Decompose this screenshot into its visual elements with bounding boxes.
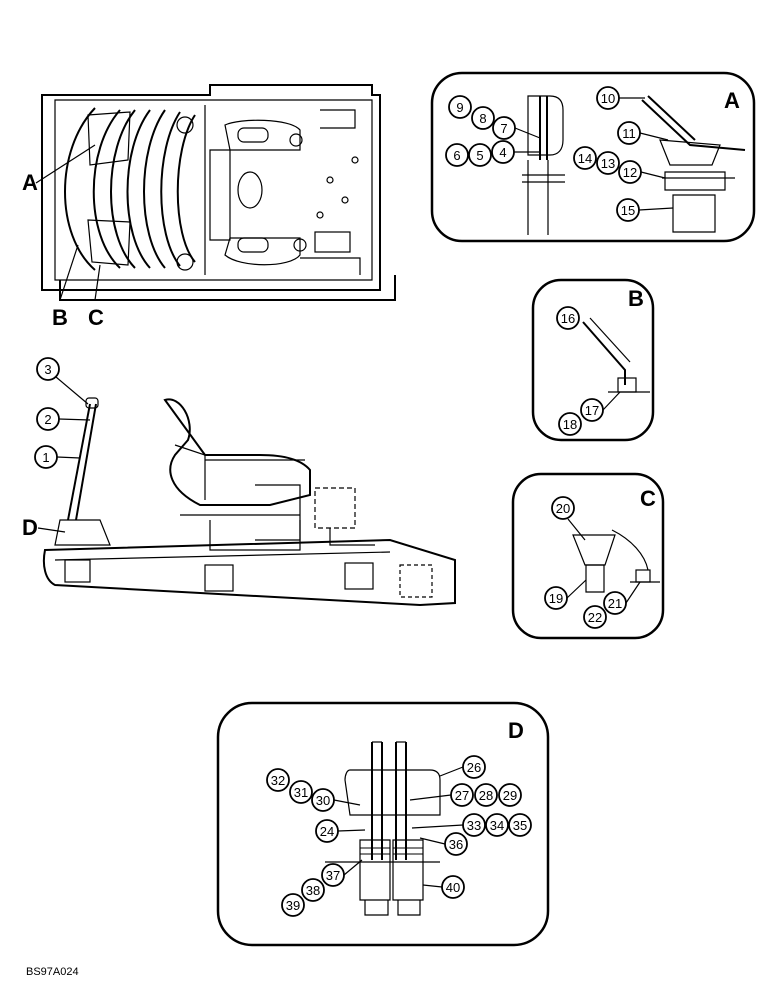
callout-38: 38 xyxy=(306,883,320,898)
drawing-code: BS97A024 xyxy=(26,966,79,978)
top-view-label-c: C xyxy=(88,305,104,330)
callout-9: 9 xyxy=(456,100,463,115)
top-view-label-b: B xyxy=(52,305,68,330)
callout-35: 35 xyxy=(513,818,527,833)
callout-15: 15 xyxy=(621,203,635,218)
top-view: A B C xyxy=(22,84,396,330)
callout-33: 33 xyxy=(467,818,481,833)
callout-34: 34 xyxy=(490,818,504,833)
side-view: 3 2 1 D xyxy=(22,357,456,607)
callout-11: 11 xyxy=(622,126,636,141)
callout-32: 32 xyxy=(271,773,285,788)
callout-16: 16 xyxy=(561,311,575,326)
callout-4: 4 xyxy=(499,145,506,160)
detail-a-label: A xyxy=(724,88,740,113)
callout-1: 1 xyxy=(42,450,49,465)
detail-a: A 9 8 7 6 5 4 10 11 14 13 12 15 xyxy=(430,71,756,243)
callout-19: 19 xyxy=(549,591,563,606)
callout-12: 12 xyxy=(623,165,637,180)
callout-31: 31 xyxy=(294,785,308,800)
callout-2: 2 xyxy=(44,412,51,427)
detail-c: C 20 19 21 22 xyxy=(511,472,665,640)
callout-13: 13 xyxy=(601,156,615,171)
callout-30: 30 xyxy=(316,793,330,808)
callout-10: 10 xyxy=(601,91,615,106)
callout-24: 24 xyxy=(320,824,334,839)
callout-3: 3 xyxy=(44,362,51,377)
detail-c-label: C xyxy=(640,486,656,511)
callout-36: 36 xyxy=(449,837,463,852)
detail-b-label: B xyxy=(628,286,644,311)
top-view-label-a: A xyxy=(22,170,38,195)
callout-6: 6 xyxy=(453,148,460,163)
callout-17: 17 xyxy=(585,403,599,418)
detail-b: B 16 17 18 xyxy=(531,278,655,442)
callout-7: 7 xyxy=(500,121,507,136)
callout-22: 22 xyxy=(588,610,602,625)
detail-d: D 32 31 30 24 37 38 39 26 27 28 29 33 xyxy=(216,701,550,947)
callout-21: 21 xyxy=(608,596,622,611)
callout-39: 39 xyxy=(286,898,300,913)
callout-37: 37 xyxy=(326,868,340,883)
side-view-label-d: D xyxy=(22,515,38,540)
seat-cushion xyxy=(64,107,196,271)
callout-14: 14 xyxy=(578,151,592,166)
callout-18: 18 xyxy=(563,417,577,432)
detail-d-label: D xyxy=(508,718,524,743)
floor-plate xyxy=(204,105,361,275)
callout-8: 8 xyxy=(479,111,486,126)
callout-20: 20 xyxy=(556,501,570,516)
callout-26: 26 xyxy=(467,760,481,775)
callout-27: 27 xyxy=(455,788,469,803)
callout-28: 28 xyxy=(479,788,493,803)
callout-40: 40 xyxy=(446,880,460,895)
callout-5: 5 xyxy=(476,148,483,163)
callout-29: 29 xyxy=(503,788,517,803)
